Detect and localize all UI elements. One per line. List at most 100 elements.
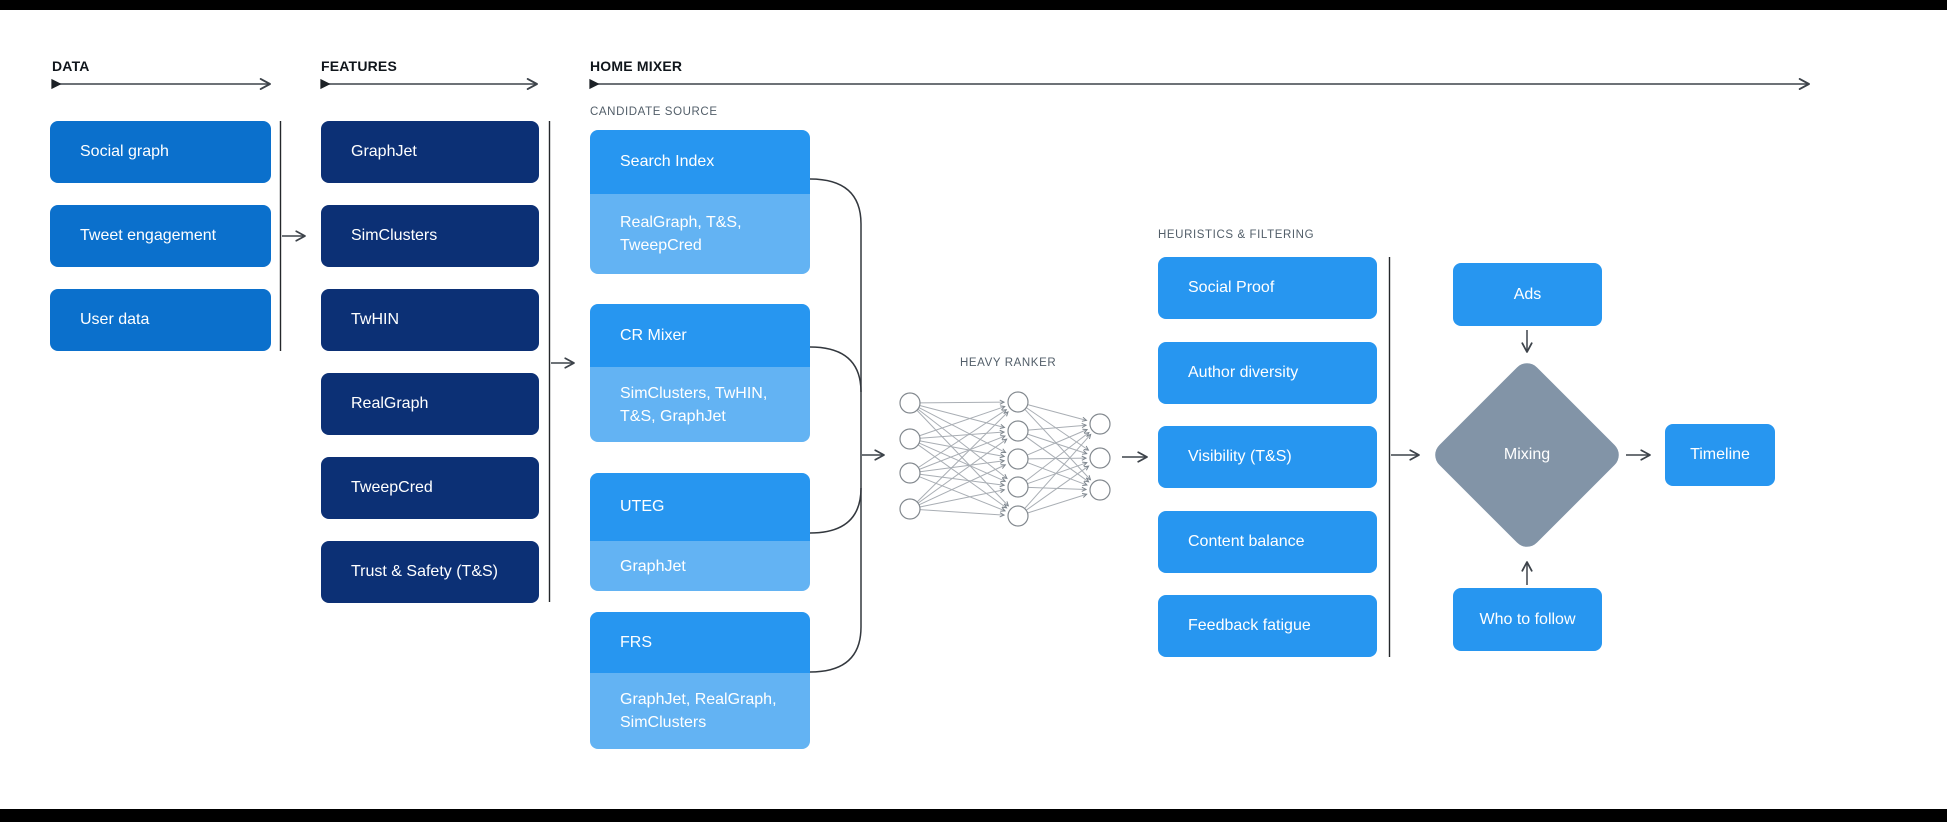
candidate-box-cr-mixer: CR Mixer SimClusters, TwHIN, T&S, GraphJ… [590, 304, 810, 442]
feature-box-simclusters: SimClusters [321, 205, 539, 267]
network-edge [919, 405, 1006, 429]
network-edge [919, 476, 1007, 512]
candidate-box-sub: GraphJet, RealGraph, SimClusters [590, 673, 810, 749]
heuristic-box-content-balance: Content balance [1158, 511, 1377, 573]
network-node [1007, 391, 1029, 413]
network-edge [918, 409, 1008, 468]
box-label: Trust & Safety (T&S) [351, 563, 498, 580]
network-edge [918, 442, 1007, 483]
section-header-data: DATA [52, 58, 90, 74]
feature-box-twhin: TwHIN [321, 289, 539, 351]
network-edge [919, 405, 1006, 437]
network-node [1007, 448, 1029, 470]
box-label: Tweet engagement [80, 227, 217, 244]
network-node [899, 462, 921, 484]
candidate-box-sub: SimClusters, TwHIN, T&S, GraphJet [590, 367, 810, 442]
network-edge [919, 435, 1006, 470]
candidate-box-head: CR Mixer [590, 304, 810, 367]
network-edge [919, 488, 1006, 508]
candidate-sub-line: GraphJet [620, 557, 686, 575]
search-index-connector [809, 178, 862, 225]
timeline-box: Timeline [1665, 424, 1775, 486]
data-box-user-data: User data [50, 289, 271, 351]
section-header-home-mixer: HOME MIXER [590, 58, 683, 74]
box-label: User data [80, 311, 150, 328]
heuristic-box-author-diversity: Author diversity [1158, 342, 1377, 404]
mixing-diamond-label: Mixing [1503, 446, 1551, 463]
cr-mixer-connector [809, 346, 862, 393]
box-label: GraphJet [351, 143, 417, 160]
network-edge [1025, 436, 1090, 483]
candidate-title: CR Mixer [620, 326, 687, 344]
heuristic-box-visibility: Visibility (T&S) [1158, 426, 1377, 488]
mixing-diamond [1435, 363, 1619, 547]
network-edge [919, 429, 1006, 439]
network-edge [916, 409, 1010, 507]
network-node [1007, 476, 1029, 498]
candidate-sub-line: T&S, GraphJet [620, 407, 726, 425]
network-node [1007, 505, 1029, 527]
network-edge [1025, 407, 1090, 451]
box-label: Author diversity [1188, 364, 1299, 381]
heuristic-box-social-proof: Social Proof [1158, 257, 1377, 319]
box-label: TwHIN [351, 311, 399, 328]
network-node [1089, 479, 1111, 501]
section-header-features: FEATURES [321, 58, 398, 74]
network-edge [919, 473, 1006, 488]
candidate-box-frs: FRS GraphJet, RealGraph, SimClusters [590, 612, 810, 749]
top-frame-bar [0, 0, 1947, 10]
network-node [899, 498, 921, 520]
box-label: Social graph [80, 143, 169, 160]
candidate-sub-line: TweepCred [620, 237, 702, 254]
heuristics-filtering-label: HEURISTICS & FILTERING [1158, 229, 1315, 241]
box-label: Visibility (T&S) [1188, 448, 1292, 465]
candidate-title: FRS [620, 633, 652, 651]
candidate-box-head: UTEG [590, 473, 810, 541]
network-edge [919, 509, 1006, 518]
data-box-social-graph: Social graph [50, 121, 271, 183]
candidate-sub-line: GraphJet, RealGraph, [620, 691, 777, 708]
feature-box-graphjet: GraphJet [321, 121, 539, 183]
box-label: Social Proof [1188, 279, 1275, 296]
network-edge [917, 438, 1008, 504]
network-edge [919, 399, 1006, 405]
network-edge [917, 444, 1008, 509]
network-edge [918, 464, 1007, 506]
network-edge [1024, 433, 1092, 509]
uteg-connector [809, 487, 862, 534]
neural-network-illustration [899, 391, 1111, 527]
candidate-box-uteg: UTEG GraphJet [590, 473, 810, 591]
candidate-box-head: FRS [590, 612, 810, 673]
network-edge [1025, 465, 1090, 511]
network-edge [1027, 462, 1088, 487]
network-edge [1027, 404, 1088, 422]
network-edge [918, 407, 1007, 454]
heavy-ranker-label: HEAVY RANKER [960, 357, 1057, 369]
candidate-sub-line: SimClusters, TwHIN, [620, 384, 768, 402]
box-label: TweepCred [351, 479, 433, 496]
feature-box-trust-safety: Trust & Safety (T&S) [321, 541, 539, 603]
heuristic-box-feedback-fatigue: Feedback fatigue [1158, 595, 1377, 657]
network-edge [919, 440, 1006, 459]
who-to-follow-box: Who to follow [1453, 588, 1602, 651]
network-edge [1027, 461, 1088, 485]
candidate-source-label: CANDIDATE SOURCE [590, 106, 718, 118]
candidate-sub-line: SimClusters [620, 714, 707, 731]
candidate-title: Search Index [620, 153, 715, 170]
network-edge [917, 408, 1008, 480]
candidate-box-search-index: Search Index RealGraph, T&S, TweepCred [590, 130, 810, 274]
box-label: Feedback fatigue [1188, 617, 1311, 634]
data-box-tweet-engagement: Tweet engagement [50, 205, 271, 267]
box-label: Ads [1513, 285, 1542, 303]
network-edge [1027, 455, 1088, 461]
box-label: RealGraph [351, 395, 429, 412]
network-edge [1027, 493, 1088, 514]
network-node [899, 392, 921, 414]
box-label: Who to follow [1479, 610, 1576, 628]
network-edge [919, 458, 1006, 473]
network-edge [916, 411, 1009, 503]
network-edge [1027, 428, 1089, 456]
bottom-frame-bar [0, 809, 1947, 822]
candidate-sub-line: RealGraph, T&S, [620, 214, 742, 231]
